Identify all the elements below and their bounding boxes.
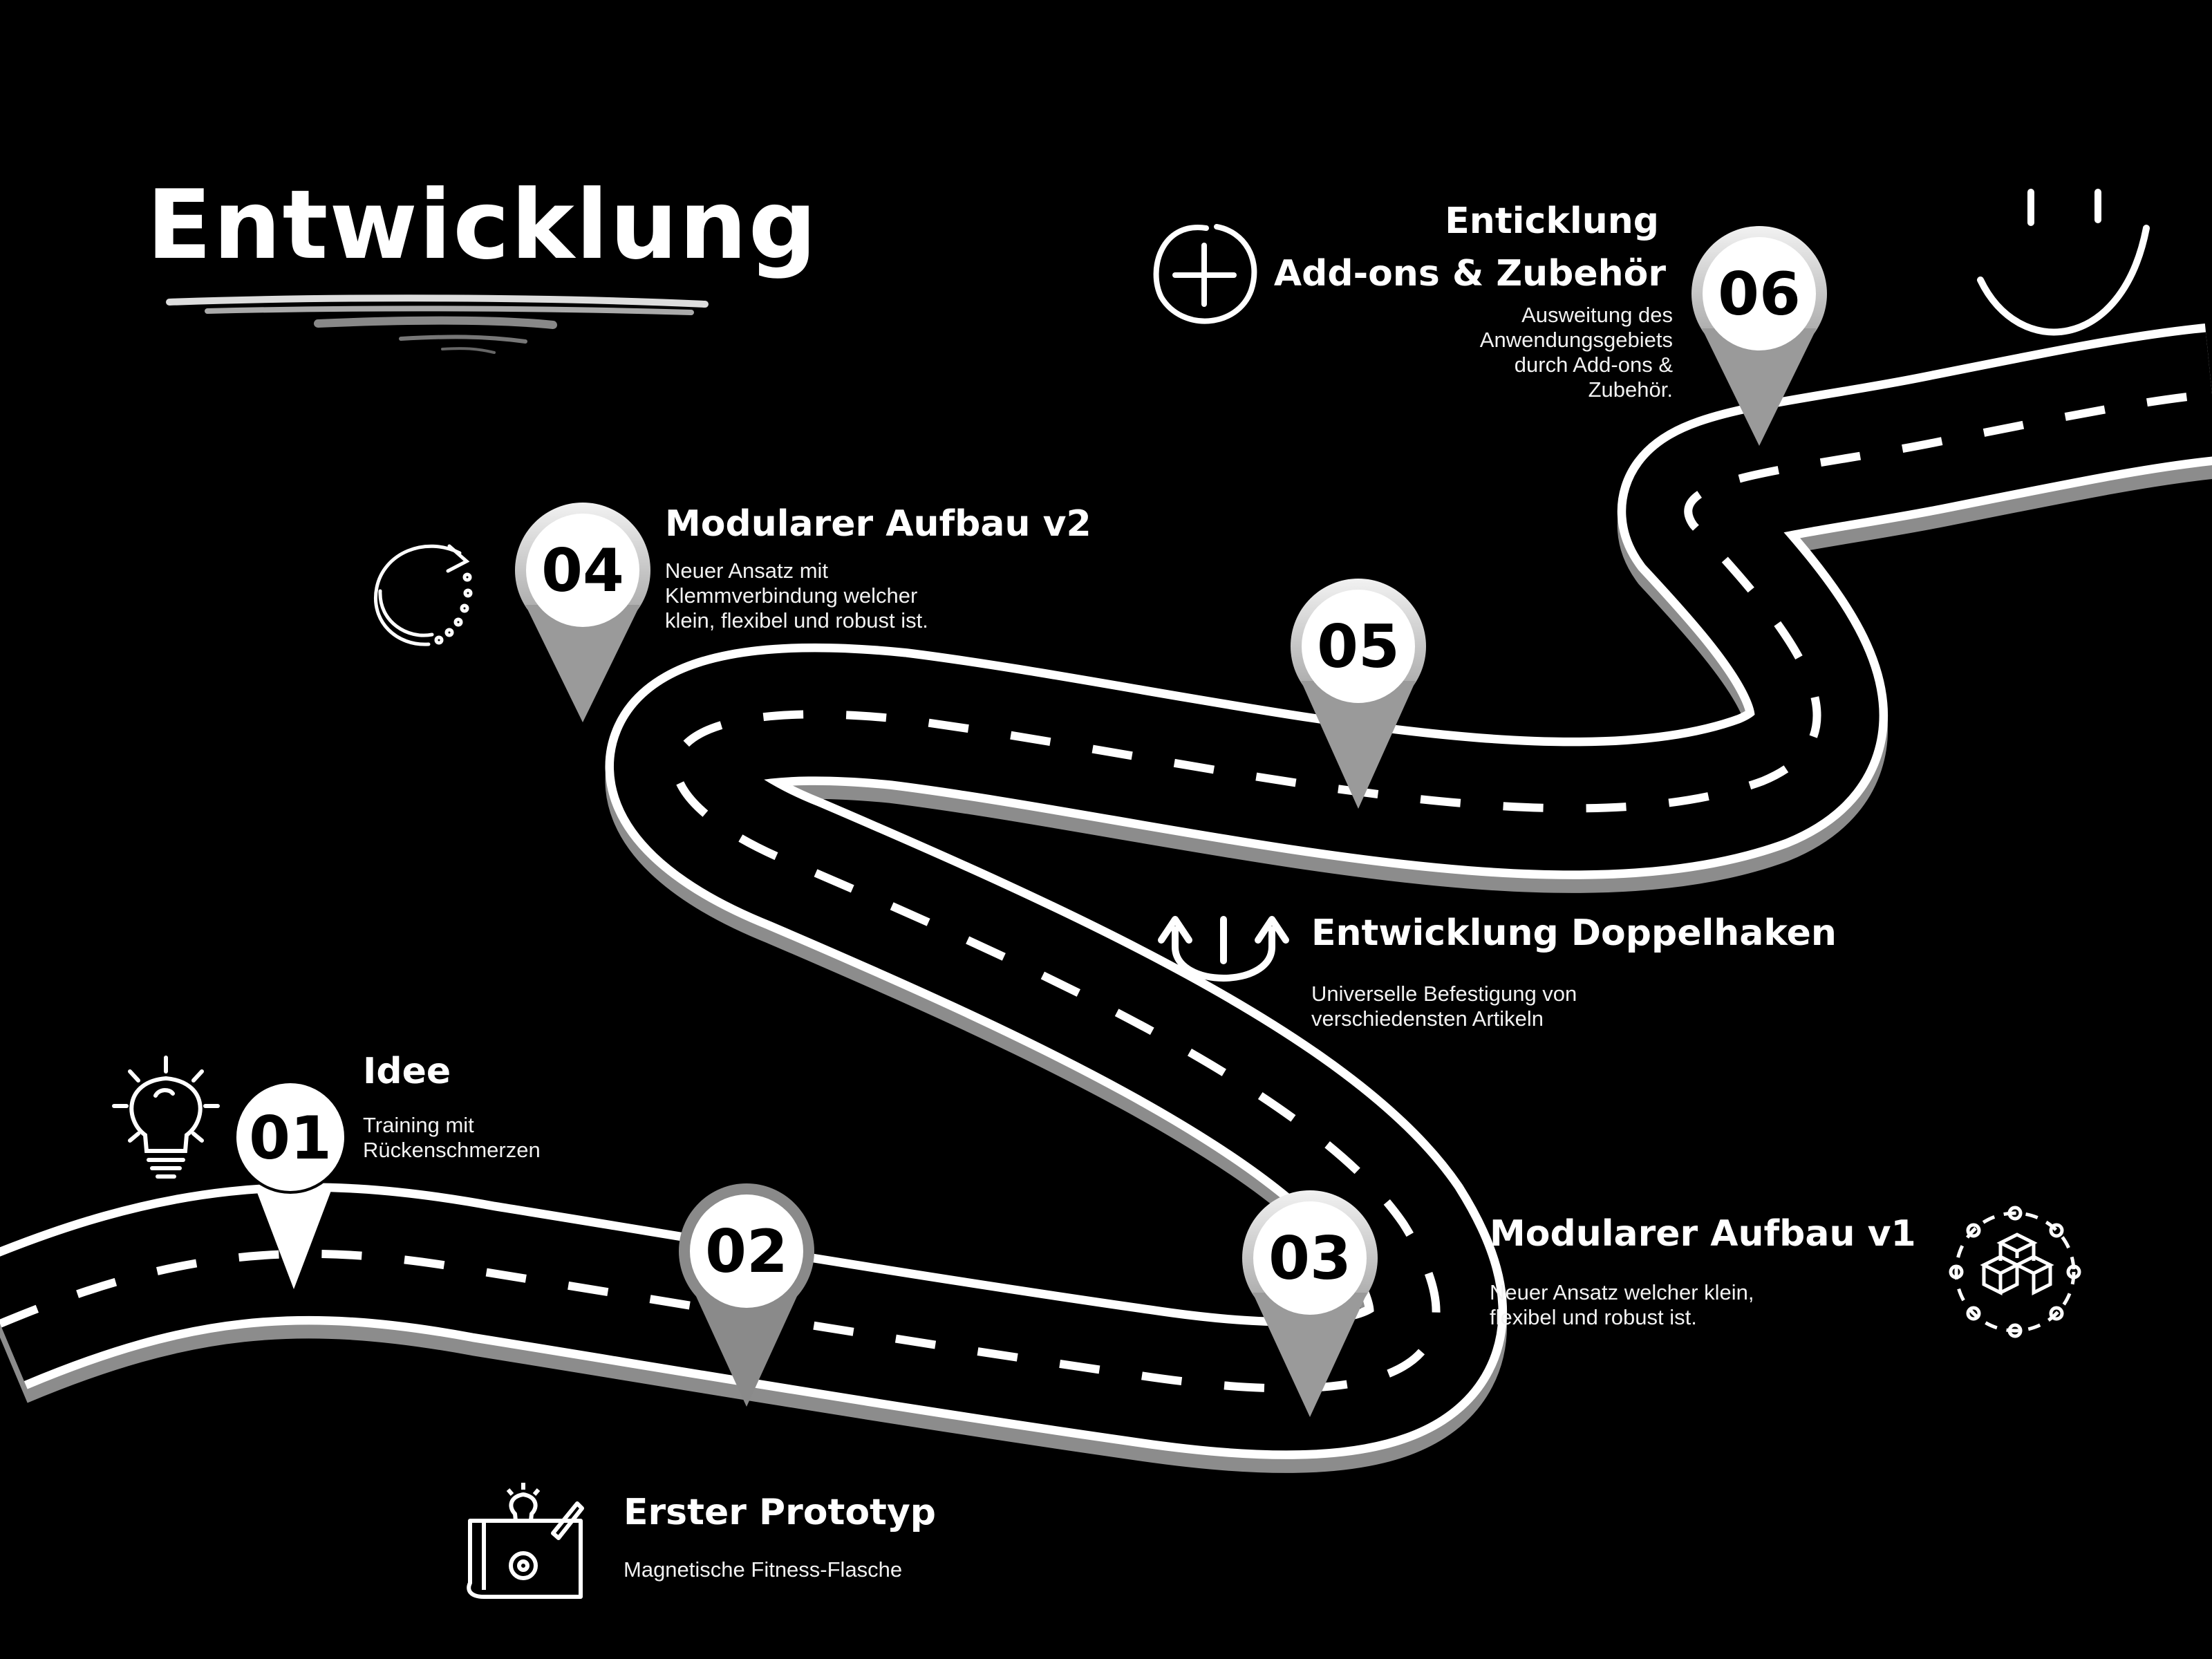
pin-number-01: 01: [249, 1104, 332, 1173]
pin-05: [1291, 579, 1426, 809]
milestone-desc-02: Magnetische Fitness-Flasche: [624, 1557, 903, 1582]
double-hook-icon: [1158, 916, 1289, 982]
pin-03: [1242, 1190, 1378, 1417]
milestone-title-06: Enticklung Add-ons & Zubehör: [1273, 200, 1666, 294]
plus-circle-icon: [1153, 224, 1257, 324]
milestone-title-05: Entwicklung Doppelhaken: [1311, 912, 1837, 954]
modules-icon: [1949, 1206, 2081, 1338]
pin-number-03: 03: [1268, 1224, 1351, 1293]
page-title: Entwicklung: [147, 169, 818, 281]
milestone-title-03: Modularer Aufbau v1: [1490, 1213, 1916, 1255]
brush-stroke: [166, 294, 709, 354]
pin-number-05: 05: [1317, 612, 1400, 682]
blueprint-icon: [467, 1483, 584, 1599]
milestone-title-02: Erster Prototyp: [624, 1492, 937, 1533]
milestone-desc-05: Universelle Befestigung von verschiedens…: [1311, 982, 1577, 1031]
milestone-desc-03: Neuer Ansatz welcher klein, flexibel und…: [1490, 1280, 1754, 1329]
milestone-title-04: Modularer Aufbau v2: [665, 503, 1091, 545]
pin-04: [515, 503, 650, 722]
pin-number-06: 06: [1718, 260, 1801, 329]
milestone-desc-01: Training mit Rückenschmerzen: [363, 1113, 541, 1162]
pin-06: [1691, 226, 1827, 446]
pin-number-02: 02: [705, 1217, 788, 1286]
lightbulb-icon: [112, 1056, 220, 1179]
refresh-arrow-icon: [374, 544, 473, 646]
milestone-desc-04: Neuer Ansatz mit Klemmverbindung welcher…: [665, 559, 928, 632]
pin-number-04: 04: [541, 536, 624, 606]
milestone-title-01: Idee: [363, 1051, 451, 1092]
milestone-desc-06: Ausweitung des Anwendungsgebiets durch A…: [1479, 303, 1673, 402]
smiley-icon: [1977, 189, 2150, 336]
pin-02: [679, 1183, 814, 1407]
pin-01: [234, 1080, 347, 1289]
